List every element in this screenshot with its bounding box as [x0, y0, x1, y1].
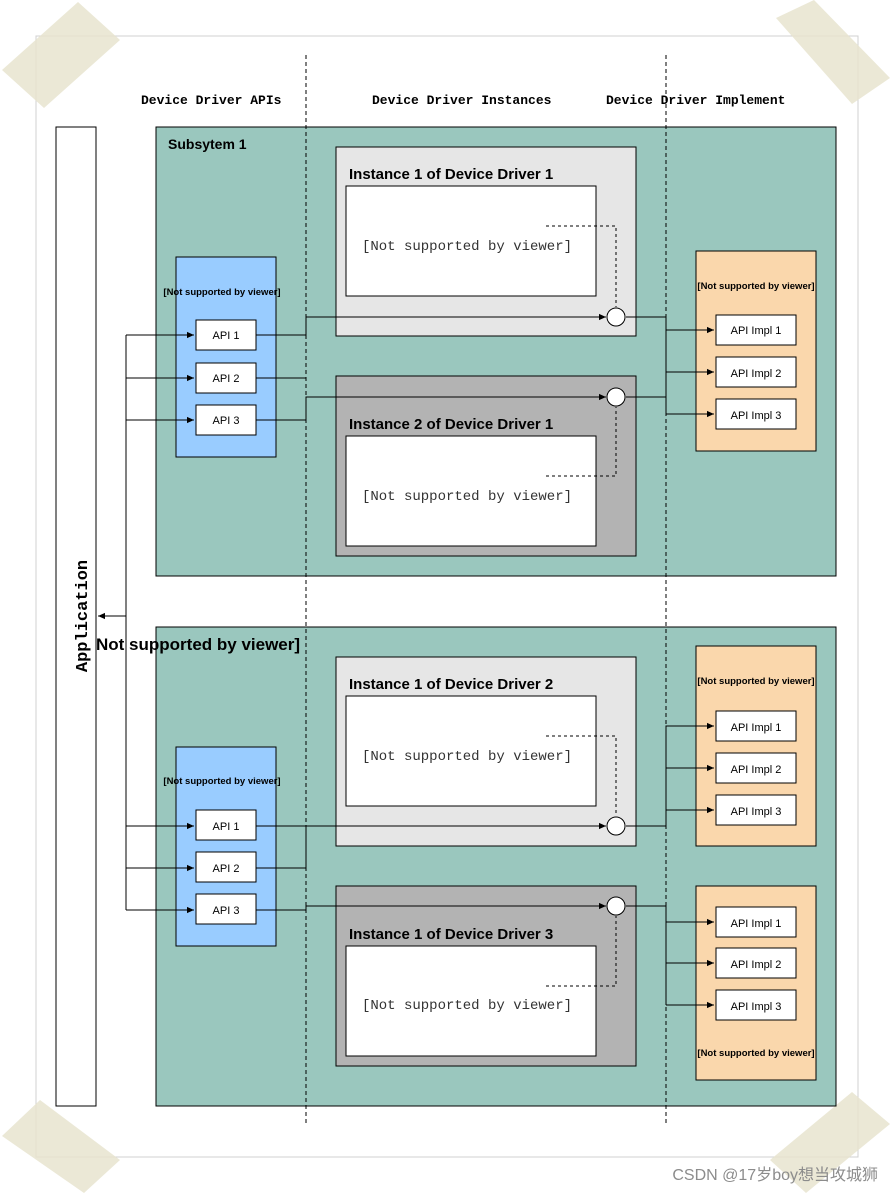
- s2-impl-b1-label: API Impl 1: [731, 918, 782, 930]
- s1-api-3-box: [195, 404, 257, 436]
- s1-impl-2-label: API Impl 2: [731, 368, 782, 380]
- s2-instance-b-port: [606, 896, 626, 916]
- s2-impl-a2-box: [715, 752, 797, 784]
- s1-impl-2-box: [715, 356, 797, 388]
- s2-impl-b3-box: [715, 989, 797, 1021]
- s1-impl-group-label: [Not supported by viewer]: [697, 281, 814, 292]
- s2-impl-a3-box: [715, 794, 797, 826]
- s2-instance-a-content: [345, 695, 597, 807]
- watermark: CSDN @17岁boy想当攻城狮: [672, 1166, 878, 1184]
- s1-impl-3-box: [715, 398, 797, 430]
- s2-api-3-label: API 3: [213, 905, 240, 917]
- s1-impl-3-label: API Impl 3: [731, 410, 782, 422]
- s2-api-2-label: API 2: [213, 863, 240, 875]
- s1-impl-1-label: API Impl 1: [731, 325, 782, 337]
- column-header-implement: Device Driver Implement: [606, 93, 785, 108]
- s2-impl-b3-label: API Impl 3: [731, 1001, 782, 1013]
- subsystem-1-title: Subsytem 1: [168, 136, 247, 152]
- s1-instance-a-port: [606, 307, 626, 327]
- s2-instance-a-port: [606, 816, 626, 836]
- s1-api-group-label: [Not supported by viewer]: [163, 287, 280, 298]
- s2-connectors: [256, 722, 714, 1009]
- s2-instance-b-text: [Not supported by viewer]: [362, 998, 572, 1014]
- s1-instance-b-port: [606, 387, 626, 407]
- s2-api-2-box: [195, 851, 257, 883]
- s1-instance-a-text: [Not supported by viewer]: [362, 239, 572, 255]
- s2-instance-b-title: Instance 1 of Device Driver 3: [349, 926, 553, 943]
- s2-api-1-label: API 1: [213, 821, 240, 833]
- s1-instance-b-title: Instance 2 of Device Driver 1: [349, 416, 553, 433]
- application-bus: [98, 331, 194, 914]
- s1-instance-b-content: [345, 435, 597, 547]
- s1-instance-b-text: [Not supported by viewer]: [362, 489, 572, 505]
- s1-api-3-label: API 3: [213, 415, 240, 427]
- s1-instance-a-title: Instance 1 of Device Driver 1: [349, 166, 553, 183]
- s1-api-2-label: API 2: [213, 373, 240, 385]
- s1-impl-1-box: [715, 314, 797, 346]
- s2-instance-a-title: Instance 1 of Device Driver 2: [349, 676, 553, 693]
- s2-impl-b2-box: [715, 947, 797, 979]
- s2-api-3-box: [195, 893, 257, 925]
- s2-api-group-label: [Not supported by viewer]: [163, 776, 280, 787]
- s2-impl-b1-box: [715, 906, 797, 938]
- s2-impl-b2-label: API Impl 2: [731, 959, 782, 971]
- s2-instance-a-text: [Not supported by viewer]: [362, 749, 572, 765]
- s2-instance-b-content: [345, 945, 597, 1057]
- s2-impl-a2-label: API Impl 2: [731, 764, 782, 776]
- s2-impl-a1-box: [715, 710, 797, 742]
- s1-api-1-label: API 1: [213, 330, 240, 342]
- s2-impl-a1-label: API Impl 1: [731, 722, 782, 734]
- application-bar: [55, 126, 97, 1107]
- s1-connectors: [256, 225, 714, 477]
- s2-impl-group-a-label: [Not supported by viewer]: [697, 676, 814, 687]
- s2-impl-group-b-label: [Not supported by viewer]: [697, 1048, 814, 1059]
- s2-api-1-box: [195, 809, 257, 841]
- application-label: Application: [74, 560, 93, 672]
- app-side-label: Not supported by viewer]: [96, 635, 300, 654]
- s1-instance-a-content: [345, 185, 597, 297]
- column-header-apis: Device Driver APIs: [141, 93, 282, 108]
- s1-api-2-box: [195, 362, 257, 394]
- s1-api-1-box: [195, 319, 257, 351]
- column-header-instances: Device Driver Instances: [372, 93, 552, 108]
- s2-impl-a3-label: API Impl 3: [731, 806, 782, 818]
